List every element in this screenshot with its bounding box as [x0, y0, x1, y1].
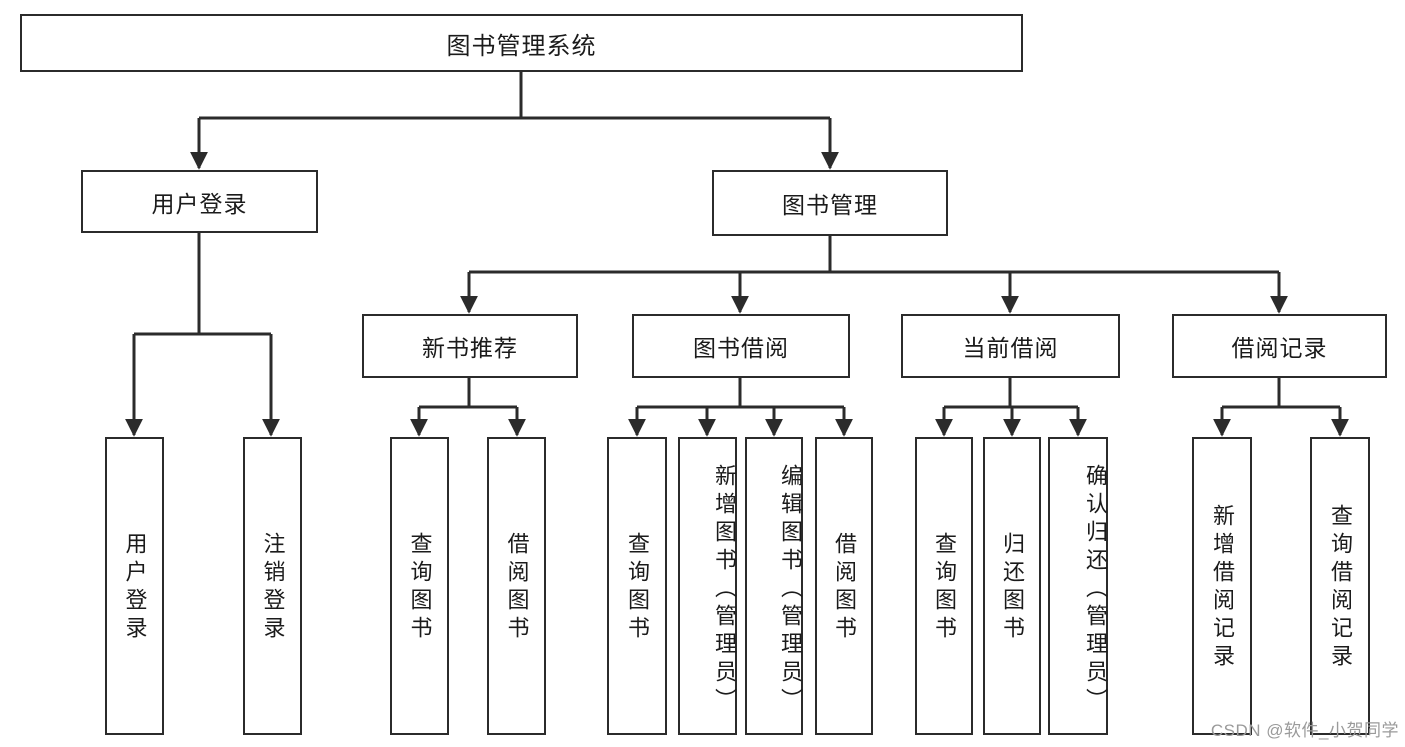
leaf-book-borrow-edit[interactable]: 编辑图书（管理员）	[745, 437, 803, 735]
node-label: 当前借阅	[962, 335, 1059, 361]
node-book-management-system[interactable]: 图书管理系统	[20, 14, 1023, 72]
leaf-current-borrow-query[interactable]: 查询图书	[915, 437, 973, 735]
node-borrow-record[interactable]: 借阅记录	[1172, 314, 1387, 378]
node-label: 确认归还（管理员）	[1083, 464, 1108, 716]
csdn-watermark: CSDN @软件_小贺同学	[1210, 721, 1399, 740]
leaf-book-borrow-add[interactable]: 新增图书（管理员）	[678, 437, 737, 735]
leaf-current-borrow-confirm-return[interactable]: 确认归还（管理员）	[1048, 437, 1108, 735]
node-label: 图书管理	[782, 192, 878, 218]
node-new-book-recommend[interactable]: 新书推荐	[362, 314, 578, 378]
node-label: 新增图书（管理员）	[712, 464, 737, 716]
node-label: 查询图书	[625, 532, 650, 644]
node-label: 新书推荐	[422, 335, 518, 361]
node-label: 借阅图书	[832, 532, 857, 644]
node-label: 用户登录	[122, 532, 148, 644]
node-user-login[interactable]: 用户登录	[81, 170, 318, 233]
leaf-borrow-record-query[interactable]: 查询借阅记录	[1310, 437, 1370, 735]
node-label: 查询图书	[932, 532, 957, 644]
leaf-user-login-login[interactable]: 用户登录	[105, 437, 164, 735]
leaf-book-borrow-query[interactable]: 查询图书	[607, 437, 667, 735]
node-label: 归还图书	[1000, 532, 1025, 644]
leaf-book-borrow-lend[interactable]: 借阅图书	[815, 437, 873, 735]
node-label: 用户登录	[151, 190, 248, 217]
node-current-borrow[interactable]: 当前借阅	[901, 314, 1120, 378]
node-label: 注销登录	[260, 532, 286, 644]
node-label: 借阅记录	[1231, 335, 1328, 361]
leaf-borrow-record-add[interactable]: 新增借阅记录	[1192, 437, 1252, 735]
leaf-new-book-borrow[interactable]: 借阅图书	[487, 437, 546, 735]
node-label: 编辑图书（管理员）	[778, 464, 803, 716]
node-label: 查询借阅记录	[1328, 504, 1353, 672]
leaf-new-book-query[interactable]: 查询图书	[390, 437, 449, 735]
node-book-borrow[interactable]: 图书借阅	[632, 314, 850, 378]
node-label: 借阅图书	[504, 532, 530, 644]
node-label: 新增借阅记录	[1210, 504, 1235, 672]
node-book-management[interactable]: 图书管理	[712, 170, 948, 236]
node-label: 图书管理系统	[446, 32, 597, 60]
leaf-user-login-logout[interactable]: 注销登录	[243, 437, 302, 735]
node-label: 查询图书	[407, 532, 433, 644]
node-label: 图书借阅	[693, 335, 789, 361]
leaf-current-borrow-return[interactable]: 归还图书	[983, 437, 1041, 735]
